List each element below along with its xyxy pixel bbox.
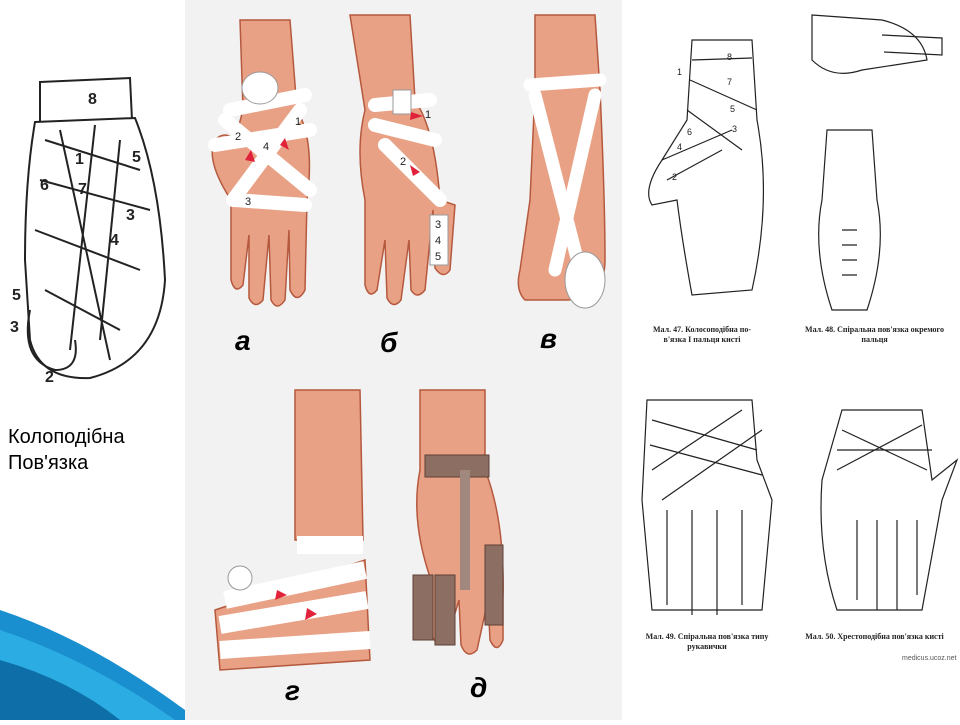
band-number: 1 (295, 116, 301, 128)
band-number: 1 (425, 109, 431, 121)
hand-a-illustration (208, 19, 317, 307)
fig48-caption: Мал. 48. Спіральна пов'язка окремого пал… (805, 325, 944, 344)
fig47-hand-outline (648, 39, 765, 296)
fig47-number: 3 (732, 124, 737, 134)
band-number: 2 (235, 131, 241, 143)
band-number: 3 (435, 219, 441, 231)
slide-caption: Колоподібна Пов'язка (8, 424, 125, 476)
panel-label-a: а (235, 325, 251, 356)
line-drawings: 1 8 7 6 5 4 3 2 (641, 14, 959, 615)
band-number: 3 (245, 196, 251, 208)
sketch-number: 6 (40, 177, 49, 194)
sketch-number: 1 (75, 151, 84, 168)
fig47-number: 8 (727, 52, 732, 62)
sketch-number: 4 (110, 232, 119, 249)
colored-bandage-panel: 1 2 3 4 1 2 3 4 5 а б в г д (185, 0, 622, 720)
bandage-illustrations: 1 2 3 4 1 2 3 4 5 а б в г д (208, 14, 607, 706)
fig47-number: 5 (730, 104, 735, 114)
spica-bandage-sketch: 8 1 5 6 7 3 4 5 3 2 (10, 76, 167, 386)
band-number: 2 (400, 156, 406, 168)
hand-b-illustration (349, 14, 456, 306)
corner-wave-decoration (0, 610, 185, 720)
fig47-number: 7 (727, 77, 732, 87)
panel-label-v: в (540, 323, 557, 354)
hand-d-illustration (412, 389, 504, 655)
panel-label-g: г (285, 675, 300, 706)
sketch-number: 5 (12, 287, 21, 304)
sketch-number: 8 (88, 91, 97, 108)
sketch-number: 5 (132, 149, 141, 166)
fig47-number: 4 (677, 142, 682, 152)
foot-g-illustration (214, 389, 371, 671)
foot-v-illustration (517, 14, 607, 309)
panel-label-d: д (470, 672, 487, 703)
band-number: 4 (263, 141, 269, 153)
sketch-number: 7 (78, 181, 87, 198)
sketch-number: 3 (126, 207, 135, 224)
textbook-figures-panel: 1 8 7 6 5 4 3 2 Мал. 47. Колосоподібна п… (622, 0, 960, 720)
band-number: 4 (435, 235, 441, 247)
caption-line-2: Пов'язка (8, 452, 89, 474)
sketch-number: 2 (45, 369, 54, 386)
fig47-number: 1 (677, 67, 682, 77)
fig49-caption: Мал. 49. Спіральна пов'язка типу рукавич… (645, 632, 769, 651)
caption-line-1: Колоподібна (8, 426, 125, 448)
sketch-number: 3 (10, 319, 19, 336)
fig50-caption: Мал. 50. Хрестоподібна пов'язка кисті (805, 632, 944, 641)
fig47-number: 2 (672, 172, 677, 182)
fig47-caption: Мал. 47. Колосоподібна по- в'язка І паль… (653, 325, 751, 344)
watermark-text: medicus.ucoz.net (902, 655, 957, 662)
panel-label-b: б (380, 327, 398, 358)
fig47-number: 6 (687, 127, 692, 137)
band-number: 5 (435, 251, 441, 263)
